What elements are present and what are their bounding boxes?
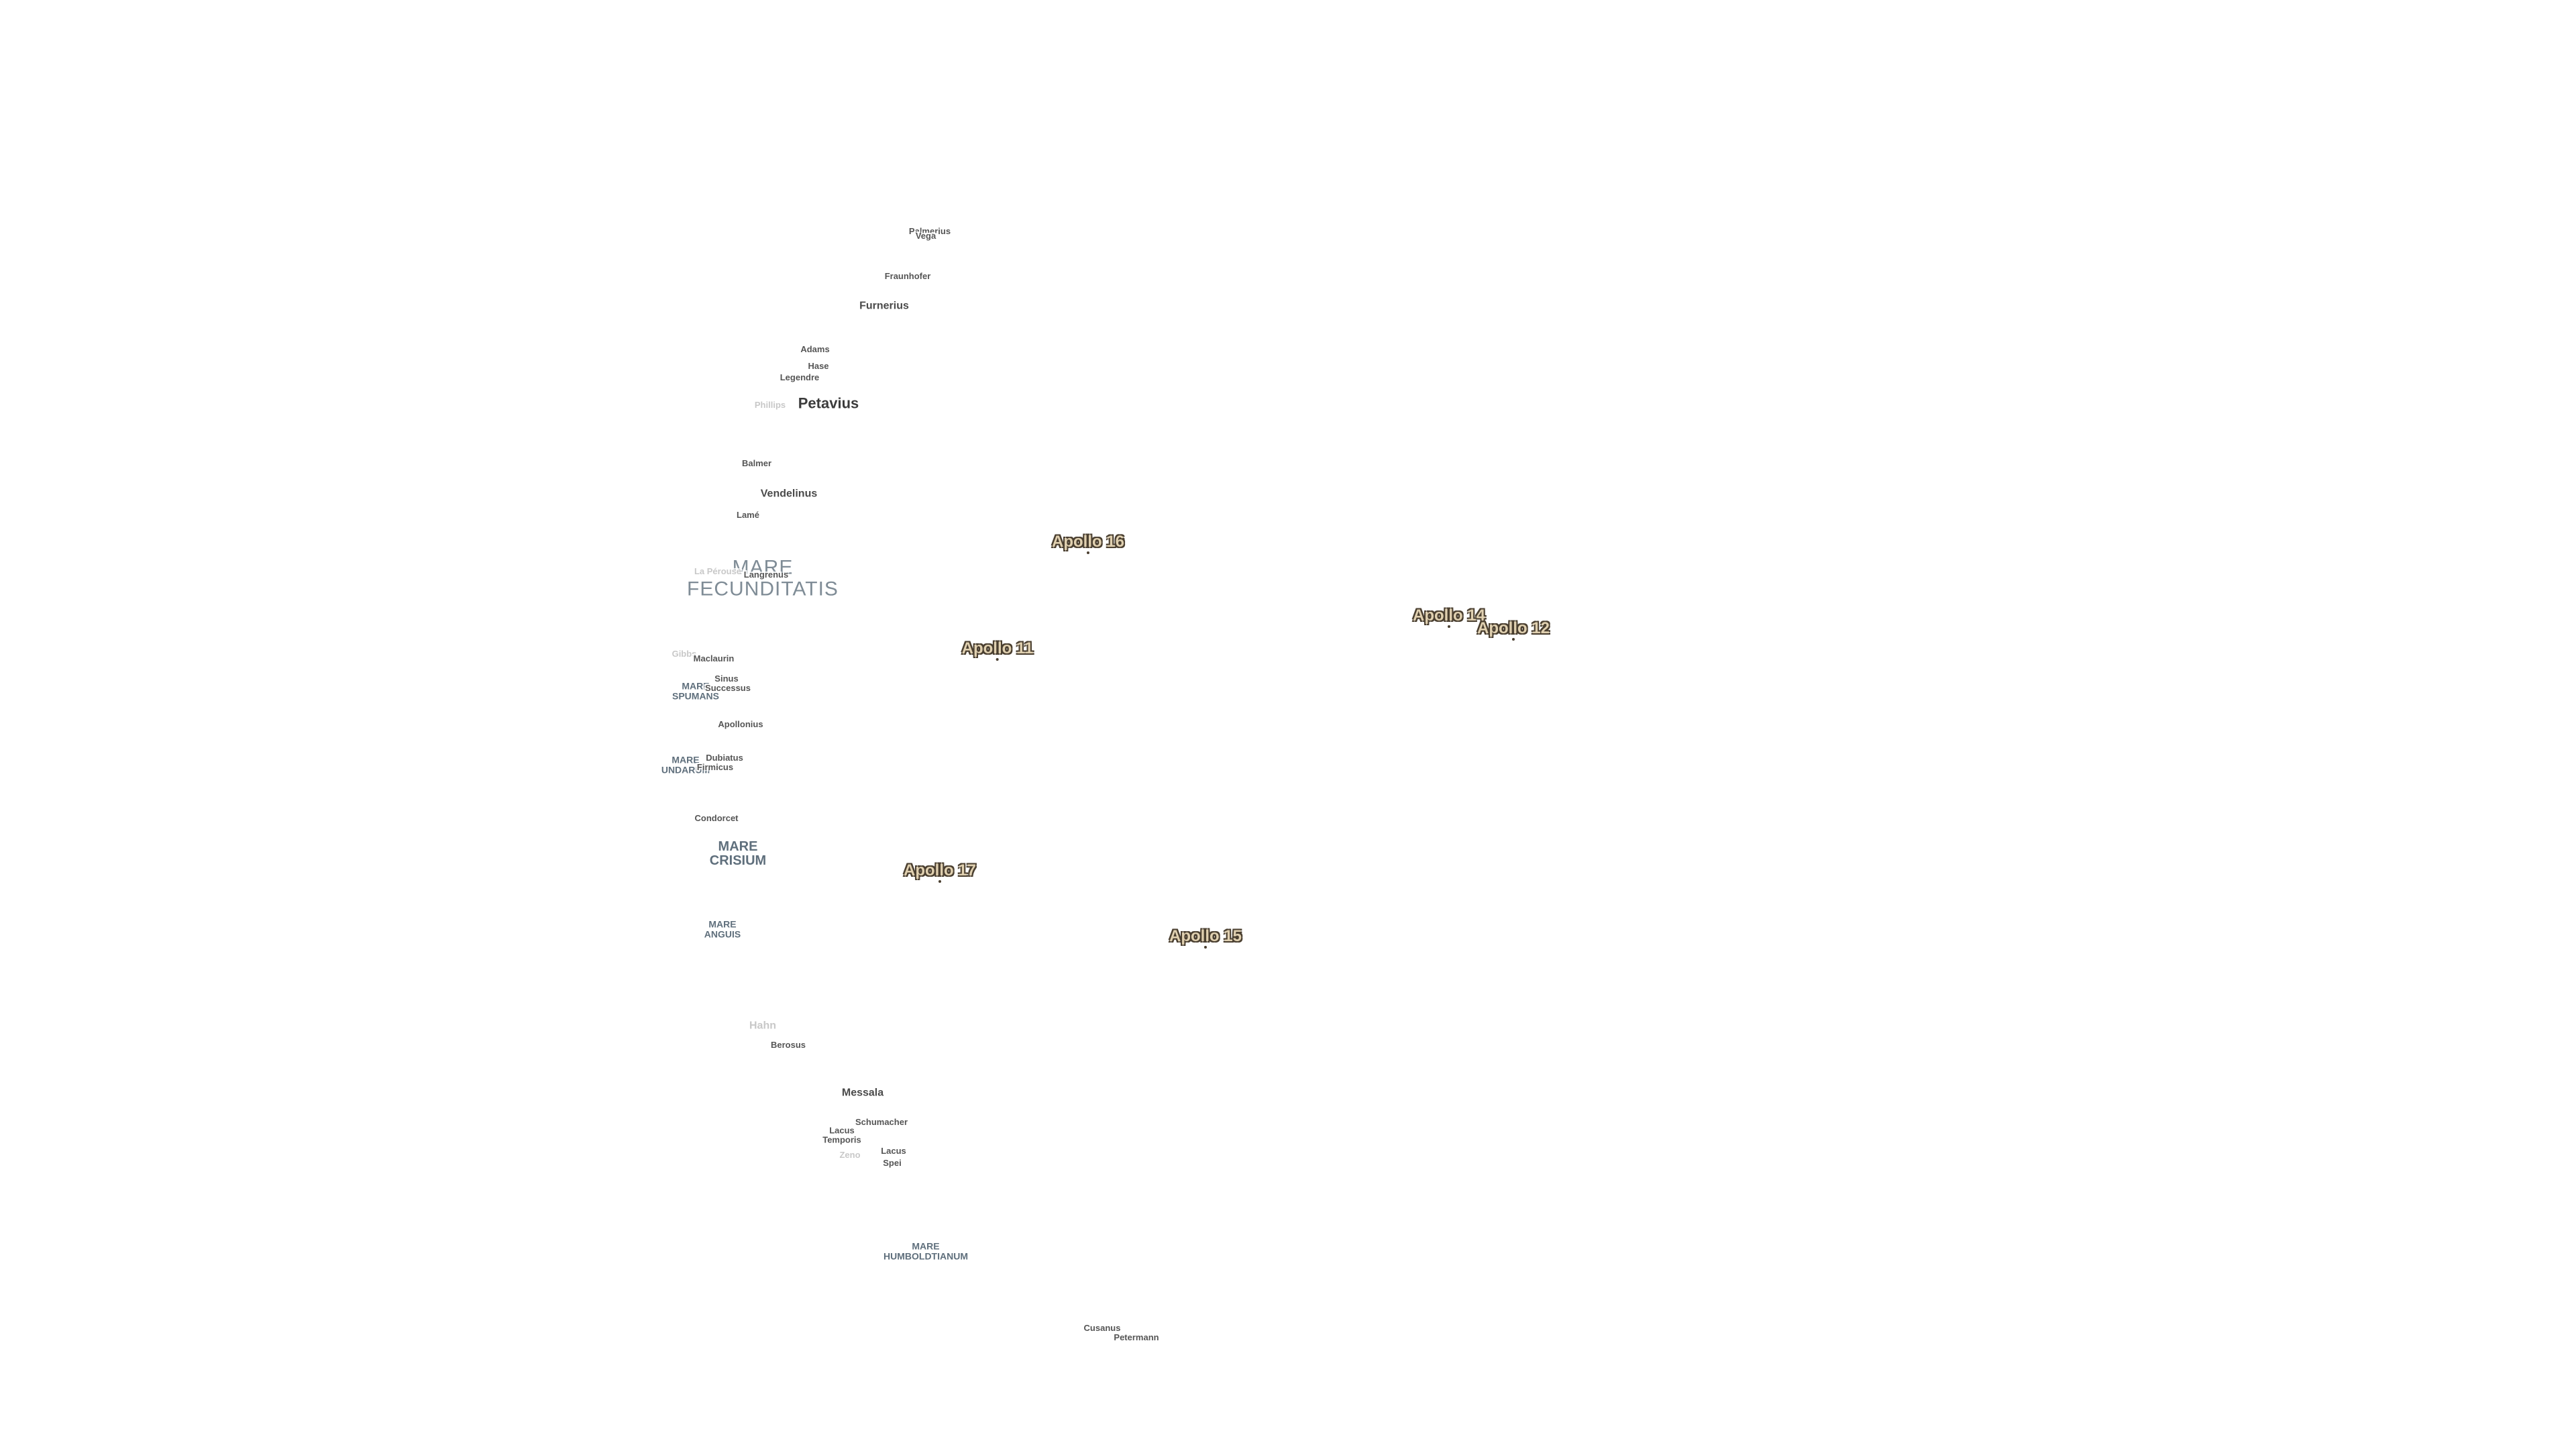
apollo-15-point: [1203, 946, 1207, 949]
crater-messala-label: Messala: [841, 1087, 884, 1099]
crater-firmicus-label: Firmicus: [696, 762, 734, 773]
crater-vendelinus-label: Vendelinus: [760, 488, 818, 500]
apollo-11-marker[interactable]: Apollo 11: [961, 639, 1034, 661]
crater-condorcet-label: Condorcet: [694, 813, 739, 824]
crater-hase-label: Hase: [808, 361, 829, 372]
apollo-16-point: [1086, 551, 1089, 554]
crater-spei-label: Spei: [883, 1158, 902, 1169]
apollo-15-label: Apollo 15: [1169, 927, 1242, 945]
crater-apollonius-label: Apollonius: [718, 719, 763, 730]
crater-langrenus-label: Langrenus: [743, 570, 789, 580]
apollo-17-label: Apollo 17: [903, 861, 977, 879]
crater-phillips-label: Phillips: [754, 400, 786, 411]
apollo-15-marker[interactable]: Apollo 15: [1169, 927, 1242, 949]
crater-adams-label: Adams: [800, 344, 830, 355]
crater-la-perouse-label: La Pérouse: [694, 566, 742, 577]
crater-lacus-label: Lacus: [881, 1146, 906, 1157]
apollo-17-marker[interactable]: Apollo 17: [903, 861, 977, 883]
crater-zeno-label: Zeno: [839, 1150, 861, 1161]
crater-lame-label: Lamé: [737, 510, 759, 521]
apollo-16-label: Apollo 16: [1051, 533, 1125, 551]
crater-vega-label: Vega: [915, 231, 936, 241]
crater-petermann-label: Petermann: [1114, 1332, 1159, 1343]
apollo-12-marker[interactable]: Apollo 12: [1477, 619, 1550, 641]
mare-humboldtianum-label: MARE HUMBOLDTIANUM: [883, 1240, 968, 1261]
mare-crisium-label: MARE CRISIUM: [709, 839, 767, 868]
crater-balmer-label: Balmer: [741, 458, 772, 469]
mare-fecunditatis-label: MARE FECUNDITATIS: [687, 556, 839, 600]
apollo-12-point: [1511, 638, 1515, 641]
apollo-17-point: [938, 880, 941, 883]
crater-gibbs-label: Gibbs: [672, 649, 697, 659]
lacus-temporis-label: Lacus Temporis: [822, 1125, 861, 1144]
apollo-14-marker[interactable]: Apollo 14: [1412, 606, 1486, 628]
crater-petavius-label: Petavius: [798, 394, 859, 412]
apollo-14-point: [1447, 625, 1450, 628]
mare-undarum-label: MARE UNDARUM: [661, 754, 710, 775]
crater-sinus-label: Sinus: [714, 674, 739, 684]
apollo-11-point: [996, 658, 999, 661]
crater-schumacher-label: Schumacher: [855, 1117, 908, 1128]
apollo-14-label: Apollo 14: [1412, 606, 1486, 625]
mare-anguis-label: MARE ANGUIS: [704, 918, 741, 939]
crater-fraunhofer-label: Fraunhofer: [884, 271, 931, 282]
apollo-12-label: Apollo 12: [1477, 619, 1550, 637]
crater-maclaurin-label: Maclaurin: [693, 653, 735, 664]
crater-palmerius-label: Palmerius: [908, 226, 951, 237]
crater-cusanus-label: Cusanus: [1083, 1323, 1121, 1334]
crater-furnerius-label: Furnerius: [859, 300, 909, 312]
apollo-11-label: Apollo 11: [961, 639, 1034, 657]
crater-hahn-label: Hahn: [749, 1020, 776, 1032]
mare-spumans-label: MARE SPUMANS: [672, 680, 720, 701]
apollo-16-marker[interactable]: Apollo 16: [1051, 533, 1125, 554]
crater-berosus-label: Berosus: [770, 1040, 806, 1051]
crater-dubiatus-label: Dubiatus: [706, 753, 743, 763]
crater-legendre-label: Legendre: [780, 372, 820, 383]
crater-successus-label: Successus: [705, 683, 751, 694]
